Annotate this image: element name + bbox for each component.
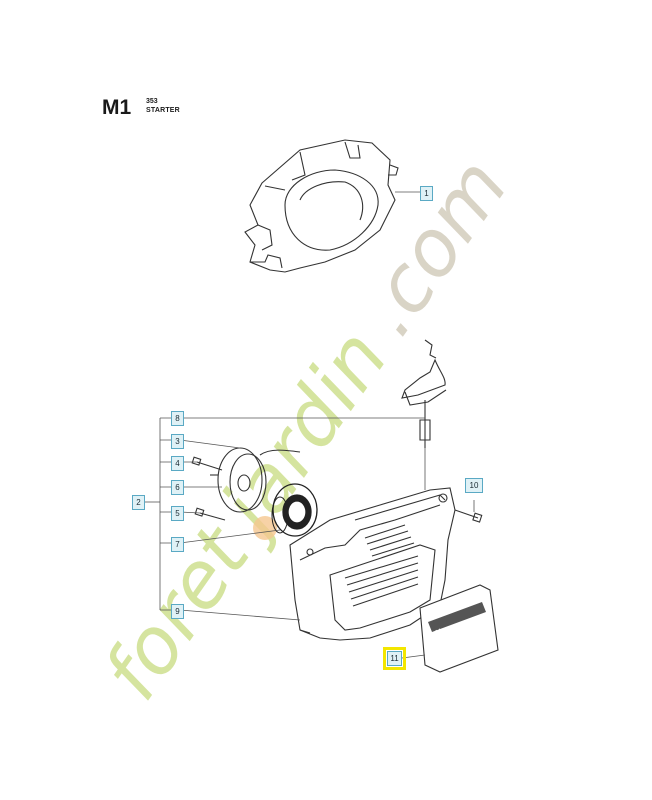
callout-8[interactable]: 8 — [171, 411, 184, 426]
callout-6[interactable]: 6 — [171, 480, 184, 495]
callout-10[interactable]: 10 — [465, 478, 483, 493]
callout-5[interactable]: 5 — [171, 506, 184, 521]
callout-7[interactable]: 7 — [171, 537, 184, 552]
svg-text:.com: .com — [342, 143, 526, 351]
screw-10 — [454, 509, 483, 523]
crankcase-housing — [244, 139, 399, 273]
callout-4[interactable]: 4 — [171, 456, 184, 471]
callout-2[interactable]: 2 — [132, 495, 145, 510]
brand-decal: Husqvarna — [419, 584, 499, 673]
recoil-spring — [271, 483, 318, 537]
callout-1[interactable]: 1 — [420, 186, 433, 201]
starter-cover — [289, 487, 456, 641]
callout-leaders — [145, 417, 475, 659]
callout-3[interactable]: 3 — [171, 434, 184, 449]
screw-5 — [194, 507, 226, 521]
screw-4 — [191, 456, 223, 471]
callout-11[interactable]: 11 — [383, 647, 406, 670]
section-title: STARTER — [146, 107, 180, 114]
callout-9[interactable]: 9 — [171, 604, 184, 619]
starter-handle — [401, 339, 447, 448]
variant-code: 353 — [146, 98, 158, 105]
model-code: M1 — [102, 96, 132, 119]
